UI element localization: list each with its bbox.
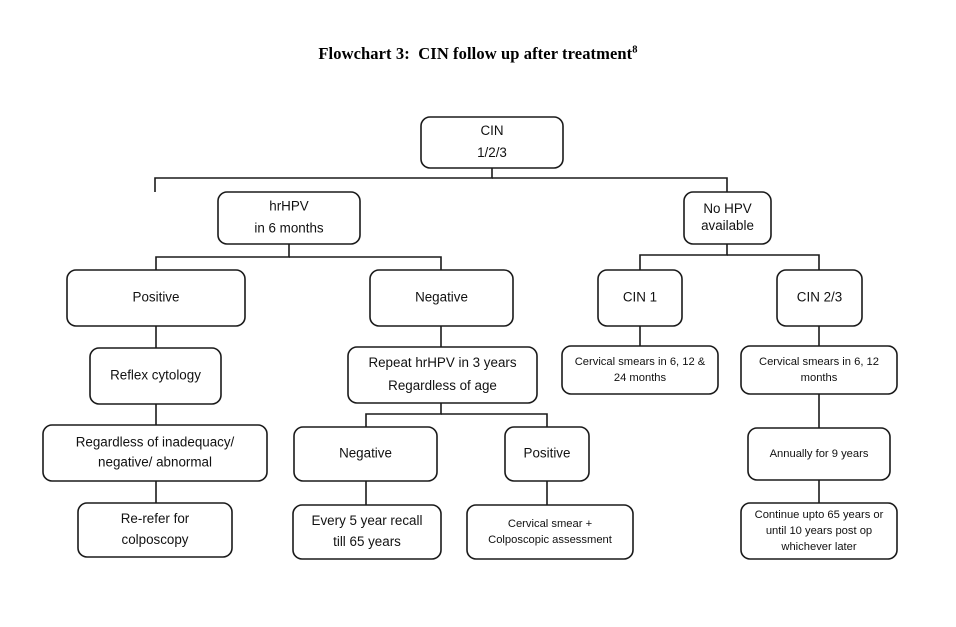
node-box-cin23	[776, 269, 863, 327]
node-label-cervical-smears-6-12-line-1: Cervical smears in 6, 12	[759, 356, 879, 368]
node-box-positive-2	[504, 426, 590, 482]
node-label-cervical-smears-6-12-24-line-2: 24 months	[614, 372, 667, 384]
connector-root-to-right	[492, 177, 728, 192]
connector-layer	[154, 168, 820, 505]
node-label-re-refer-line-1: Re-refer for	[121, 511, 190, 526]
node-hrhpv: hrHPV in 6 months	[217, 191, 361, 245]
node-box-repeat-hrhpv	[347, 346, 538, 404]
node-box-continue-upto-65	[740, 502, 898, 560]
node-cin23: CIN 2/3	[776, 269, 863, 327]
node-box-negative-1	[369, 269, 514, 327]
node-cervical-smears-6-12-24: Cervical smears in 6, 12 & 24 months	[561, 345, 719, 395]
node-label-continue-upto-65-line-1: Continue upto 65 years or	[755, 509, 884, 521]
node-box-no-hpv	[683, 191, 772, 245]
node-box-re-refer	[77, 502, 233, 558]
node-cervical-smear-colposcopic: Cervical smear + Colposcopic assessment	[466, 504, 634, 560]
page-title-superscript: 8	[632, 44, 638, 56]
connector-hrhpv-split	[155, 244, 290, 270]
node-label-cin23-line-1: CIN 2/3	[797, 290, 842, 305]
node-label-positive-2-line-1: Positive	[524, 446, 571, 461]
node-label-reflex-cytology-line-1: Reflex cytology	[110, 368, 201, 383]
node-positive-2: Positive	[504, 426, 590, 482]
node-label-cervical-smear-colposcopic-line-2: Colposcopic assessment	[488, 534, 613, 546]
connector-repeat-split	[365, 403, 442, 427]
node-layer: CIN 1/2/3 hrHPV in 6 months No HPV availableP…	[42, 116, 898, 560]
node-label-continue-upto-65-line-3: whichever later	[780, 541, 857, 553]
node-label-cin1-line-1: CIN 1	[623, 290, 657, 305]
node-label-cervical-smear-colposcopic-line-1: Cervical smear +	[508, 518, 592, 530]
node-label-re-refer-line-2: colposcopy	[122, 532, 189, 547]
node-label-root-line-2: 1/2/3	[477, 145, 507, 160]
connector-hrhpv-to-negative	[289, 256, 442, 270]
node-annually-9-years: Annually for 9 years	[747, 427, 891, 481]
node-label-root-line-1: CIN	[480, 123, 503, 138]
node-no-hpv: No HPV available	[683, 191, 772, 245]
connector-nohpv-to-cin23	[727, 254, 820, 270]
node-label-no-hpv-line-2: available	[701, 218, 754, 233]
node-label-hrhpv-line-1: hrHPV	[269, 199, 309, 214]
node-reflex-cytology: Reflex cytology	[89, 347, 222, 405]
node-cervical-smears-6-12: Cervical smears in 6, 12 months	[740, 345, 898, 395]
node-box-annually-9-years	[747, 427, 891, 481]
connector-nohpv-split	[639, 244, 728, 270]
node-label-continue-upto-65-line-2: until 10 years post op	[766, 525, 872, 537]
node-label-every-5-year-line-1: Every 5 year recall	[312, 513, 423, 528]
node-root: CIN 1/2/3	[420, 116, 564, 169]
node-positive-1: Positive	[66, 269, 246, 327]
node-re-refer: Re-refer for colposcopy	[77, 502, 233, 558]
connector-repeat-to-positive	[441, 413, 548, 427]
node-negative-2: Negative	[293, 426, 438, 482]
node-label-repeat-hrhpv-line-2: Regardless of age	[388, 378, 497, 393]
node-label-negative-1-line-1: Negative	[415, 290, 468, 305]
node-label-cervical-smears-6-12-line-2: months	[801, 372, 838, 384]
node-box-cervical-smear-colposcopic	[466, 504, 634, 560]
node-box-every-5-year	[292, 504, 442, 560]
node-label-regardless-inadequacy-line-2: negative/ abnormal	[98, 455, 212, 470]
node-box-root	[420, 116, 564, 169]
node-label-no-hpv-line-1: No HPV	[703, 201, 751, 216]
node-continue-upto-65: Continue upto 65 years or until 10 years …	[740, 502, 898, 560]
node-label-negative-2-line-1: Negative	[339, 446, 392, 461]
node-label-every-5-year-line-2: till 65 years	[333, 534, 401, 549]
node-box-negative-2	[293, 426, 438, 482]
page-title-text: Flowchart 3: CIN follow up after treatme…	[318, 44, 633, 63]
node-label-positive-1-line-1: Positive	[133, 290, 180, 305]
page-title: Flowchart 3: CIN follow up after treatme…	[0, 44, 956, 64]
node-label-repeat-hrhpv-line-1: Repeat hrHPV in 3 years	[368, 355, 516, 370]
node-label-regardless-inadequacy-line-1: Regardless of inadequacy/	[76, 435, 235, 450]
node-box-reflex-cytology	[89, 347, 222, 405]
node-label-hrhpv-line-2: in 6 months	[254, 221, 324, 236]
connector-root-split	[154, 168, 493, 192]
node-every-5-year: Every 5 year recall till 65 years	[292, 504, 442, 560]
node-cin1: CIN 1	[597, 269, 683, 327]
node-box-cervical-smears-6-12	[740, 345, 898, 395]
node-label-cervical-smears-6-12-24-line-1: Cervical smears in 6, 12 &	[575, 356, 706, 368]
node-negative-1: Negative	[369, 269, 514, 327]
node-regardless-inadequacy: Regardless of inadequacy/negative/ abnor…	[42, 424, 268, 482]
node-box-hrhpv	[217, 191, 361, 245]
node-box-regardless-inadequacy	[42, 424, 268, 482]
node-label-annually-9-years-line-1: Annually for 9 years	[770, 448, 869, 460]
node-box-cin1	[597, 269, 683, 327]
node-box-positive-1	[66, 269, 246, 327]
node-box-cervical-smears-6-12-24	[561, 345, 719, 395]
